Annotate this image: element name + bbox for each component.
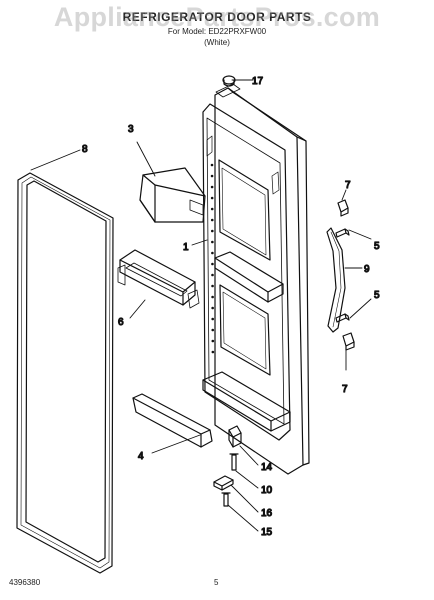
liner-rivet-row: [210, 163, 215, 354]
diagram-title: REFRIGERATOR DOOR PARTS: [122, 10, 312, 24]
callout-1: 1: [183, 242, 189, 253]
callout-3: 3: [128, 124, 134, 135]
hinge-pin-part[interactable]: [229, 453, 239, 471]
callout-16: 16: [261, 508, 273, 519]
lower-hinge-bracket-part[interactable]: [228, 425, 242, 448]
liner-rivet: [210, 218, 214, 222]
liner-rivet: [211, 328, 215, 332]
liner-rivet: [210, 207, 214, 211]
liner-rivet: [211, 295, 214, 299]
liner-rivet: [211, 317, 214, 321]
liner-rivet: [211, 251, 214, 255]
callout-8: 8: [82, 144, 88, 155]
liner-rivet: [211, 273, 214, 277]
callout-7-lower: 7: [342, 384, 348, 395]
liner-rivet: [211, 284, 214, 288]
callout-4: 4: [138, 451, 144, 462]
callout-5-lower: 5: [374, 290, 380, 301]
callout-15: 15: [261, 527, 273, 538]
model-number: For Model: ED22PRXFW00: [167, 27, 267, 36]
callout-7-upper: 7: [345, 180, 351, 191]
bottom-door-bin-part[interactable]: [132, 393, 213, 448]
liner-rivet: [210, 174, 214, 178]
upper-door-bin-part[interactable]: [139, 167, 206, 223]
liner-rivet: [210, 196, 214, 200]
model-color: (White): [204, 38, 230, 47]
callout-17: 17: [252, 76, 264, 87]
liner-rivet: [211, 339, 215, 343]
callout-6: 6: [118, 317, 124, 328]
callout-5-upper: 5: [374, 241, 380, 252]
liner-rivet: [211, 350, 215, 354]
callout-10: 10: [261, 485, 273, 496]
document-number: 4396380: [9, 578, 41, 587]
liner-rivet: [210, 185, 214, 189]
liner-rivet: [211, 306, 214, 310]
leader-lines: [30, 79, 372, 532]
liner-rivet: [211, 240, 214, 244]
hinge-screw-part-17[interactable]: [222, 75, 236, 87]
hinge-washer-part[interactable]: [213, 475, 234, 491]
liner-rivet: [210, 163, 214, 167]
watermark: AppliancePartsPros.com: [53, 2, 381, 32]
door-gasket-part[interactable]: [16, 172, 114, 574]
door-handle-part[interactable]: [326, 227, 346, 333]
callout-14: 14: [261, 462, 273, 473]
hinge-screw-part-15[interactable]: [221, 492, 231, 507]
handle-screw-upper-part[interactable]: [335, 228, 350, 238]
handle-screw-lower-part[interactable]: [335, 313, 350, 323]
dairy-bin-part[interactable]: [117, 249, 200, 309]
door-assembly[interactable]: [202, 83, 310, 475]
liner-rivet: [211, 229, 214, 233]
liner-rivet: [211, 262, 214, 266]
handle-end-cap-upper-part[interactable]: [337, 199, 349, 217]
handle-end-cap-lower-part[interactable]: [342, 332, 355, 351]
page-number: 5: [214, 578, 219, 587]
callout-9: 9: [364, 264, 370, 275]
